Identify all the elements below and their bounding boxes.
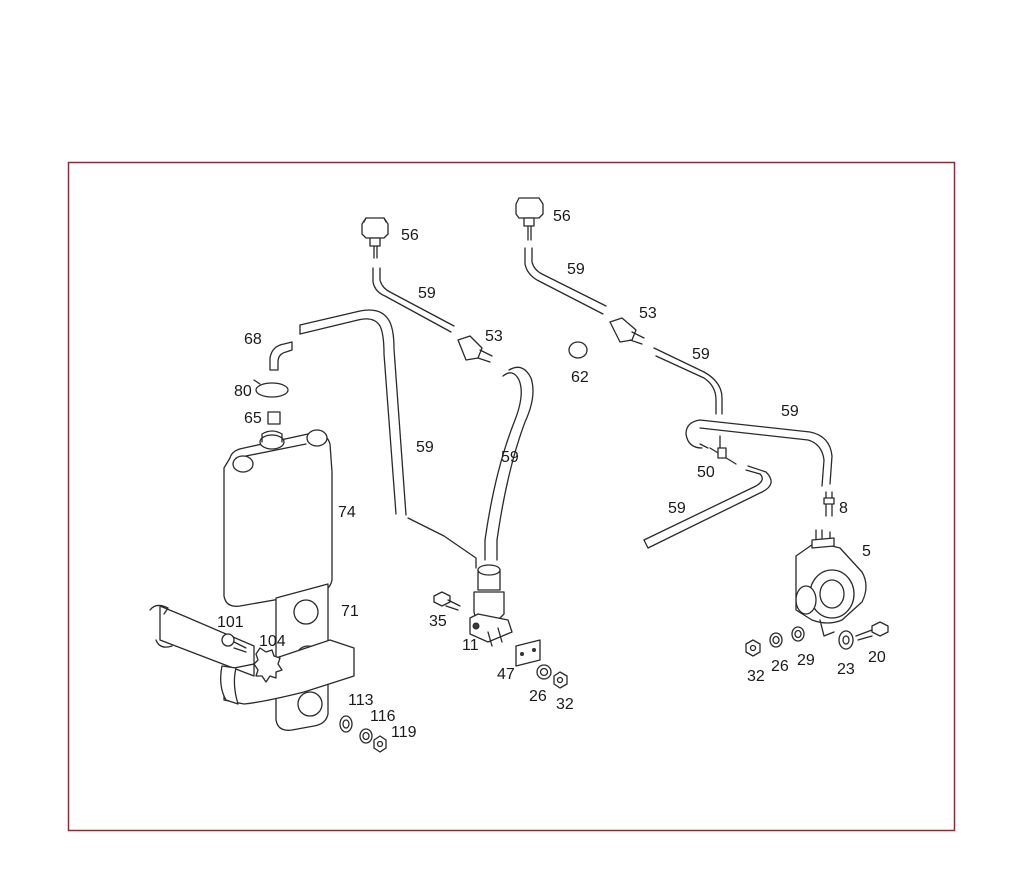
- hose-59-tank-loop[interactable]: [299, 309, 407, 516]
- label-5: 5: [862, 543, 871, 560]
- hose-connector-8[interactable]: [823, 491, 835, 517]
- filler-neck-65[interactable]: [267, 411, 281, 425]
- label-74: 74: [338, 504, 356, 521]
- label-56-left: 56: [401, 227, 419, 244]
- washer-29[interactable]: [791, 626, 805, 642]
- label-62: 62: [571, 369, 589, 386]
- bolt-20[interactable]: [855, 621, 889, 641]
- nut-32-pump[interactable]: [553, 671, 568, 689]
- label-104: 104: [259, 633, 286, 650]
- washer-nozzle-left[interactable]: [361, 217, 389, 259]
- label-80: 80: [234, 383, 252, 400]
- nut-119[interactable]: [373, 735, 387, 753]
- hose-59-to-pump[interactable]: [484, 366, 534, 561]
- label-71: 71: [341, 603, 359, 620]
- label-32-motor: 32: [747, 668, 765, 685]
- hose-59-right-mid[interactable]: [653, 347, 723, 415]
- label-26-pump: 26: [529, 688, 547, 705]
- washer-23[interactable]: [838, 630, 854, 650]
- washer-26-pump[interactable]: [536, 664, 552, 680]
- clip-nut-104[interactable]: [253, 647, 283, 683]
- nut-32-motor[interactable]: [745, 639, 761, 657]
- part-labels: 56 56 59 59 59 59 59 59 59 53 53 62 68 8…: [217, 208, 886, 741]
- hose-59-upper-left[interactable]: [372, 267, 455, 333]
- label-59-lower-right: 59: [668, 500, 686, 517]
- label-116: 116: [370, 708, 396, 725]
- label-29: 29: [797, 652, 815, 669]
- washer-113[interactable]: [339, 715, 353, 733]
- diagram-frame: [67, 161, 956, 832]
- pump-assembly-5[interactable]: [795, 529, 867, 637]
- label-59-right-loop: 59: [781, 403, 799, 420]
- label-119: 119: [391, 724, 417, 741]
- washer-116[interactable]: [359, 728, 373, 744]
- check-valve-53-right[interactable]: [609, 317, 645, 345]
- washer-pump-11[interactable]: [469, 564, 513, 647]
- t-connector-50[interactable]: [699, 435, 737, 465]
- label-47: 47: [497, 666, 515, 683]
- label-101: 101: [217, 614, 244, 631]
- label-68: 68: [244, 331, 262, 348]
- hose-59-lower-right[interactable]: [643, 465, 772, 549]
- label-8: 8: [839, 500, 848, 517]
- check-valve-53-left[interactable]: [457, 335, 493, 363]
- hose-clip-62[interactable]: [568, 341, 588, 359]
- elbow-68[interactable]: [269, 341, 293, 371]
- grommet-80[interactable]: [253, 379, 289, 398]
- label-113: 113: [348, 692, 374, 709]
- label-11: 11: [462, 637, 479, 654]
- label-59-upper-right: 59: [567, 261, 585, 278]
- label-32-pump: 32: [556, 696, 574, 713]
- pump-wire: [407, 517, 477, 569]
- washer-reservoir[interactable]: [223, 429, 333, 607]
- hose-59-right-loop[interactable]: [685, 419, 833, 487]
- washer-nozzle-right[interactable]: [515, 197, 544, 241]
- bolt-35[interactable]: [433, 591, 461, 611]
- label-65: 65: [244, 410, 262, 427]
- hose-59-upper-right[interactable]: [524, 247, 607, 315]
- label-59-upper-left: 59: [418, 285, 436, 302]
- label-59-right-mid: 59: [692, 346, 710, 363]
- label-53-left: 53: [485, 328, 503, 345]
- washer-26-motor[interactable]: [769, 632, 783, 648]
- label-35: 35: [429, 613, 447, 630]
- bolt-101[interactable]: [221, 633, 247, 653]
- label-59-tank-loop: 59: [416, 439, 434, 456]
- label-26-motor: 26: [771, 658, 789, 675]
- label-59-to-pump: 59: [501, 449, 519, 466]
- mounting-strap[interactable]: [149, 604, 355, 705]
- plate-47[interactable]: [515, 639, 541, 667]
- label-20: 20: [868, 649, 886, 666]
- label-50: 50: [697, 464, 715, 481]
- label-56-right: 56: [553, 208, 571, 225]
- label-23: 23: [837, 661, 855, 678]
- label-53-right: 53: [639, 305, 657, 322]
